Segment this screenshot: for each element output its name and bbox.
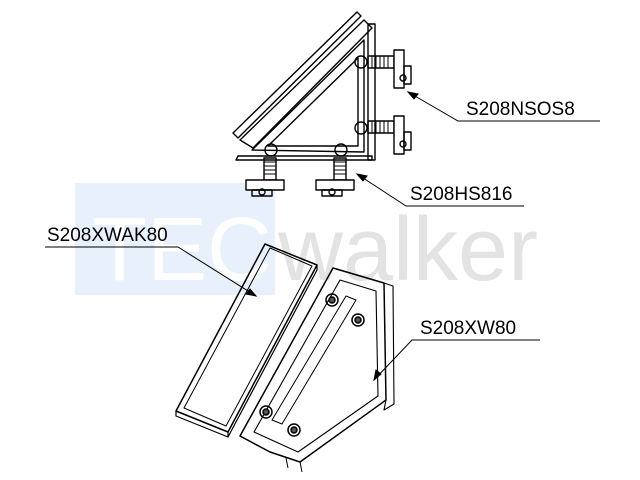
- top-assembly: [232, 11, 412, 197]
- watermark-box: [75, 183, 275, 295]
- bracket-hole-right: [334, 143, 348, 157]
- bracket-hole-mid: [354, 121, 368, 135]
- leader-cover: [45, 246, 257, 297]
- leader-nut-screw: [407, 91, 600, 122]
- bottom-profile-plate: [235, 155, 373, 161]
- bracket-hole-top: [354, 55, 368, 69]
- cover-plate: [175, 243, 318, 438]
- screw-right-top: [367, 49, 412, 89]
- bracket-hole-lower-2: [287, 423, 301, 437]
- leader-hammer-screw: [356, 173, 524, 207]
- bracket-hole-left: [264, 143, 278, 157]
- bracket-hole-lower-1: [259, 405, 273, 419]
- leader-bracket: [373, 339, 540, 381]
- vertical-profile-plate: [367, 23, 376, 161]
- bracket-triangle-inner: [267, 57, 359, 147]
- diagonal-profile-inner: [239, 19, 373, 149]
- watermark-brand-right: walker: [277, 200, 538, 300]
- callout-leaders: [45, 91, 600, 382]
- label-cover: S208XWAK80: [47, 225, 168, 246]
- diagonal-profile-plate: [232, 11, 362, 139]
- bracket-hole-upper-2: [351, 313, 365, 327]
- label-bracket: S208XW80: [420, 318, 516, 339]
- bracket-hole-upper-1: [325, 293, 339, 307]
- screw-bottom-left: [245, 157, 285, 197]
- screw-right-bottom: [367, 115, 412, 155]
- label-hammer-screw: S208HS816: [410, 184, 512, 205]
- screw-bottom-right: [315, 157, 355, 197]
- bracket-triangle: [251, 39, 365, 153]
- label-nut-screw: S208NSOS8: [466, 99, 575, 120]
- bracket-body: [239, 267, 395, 473]
